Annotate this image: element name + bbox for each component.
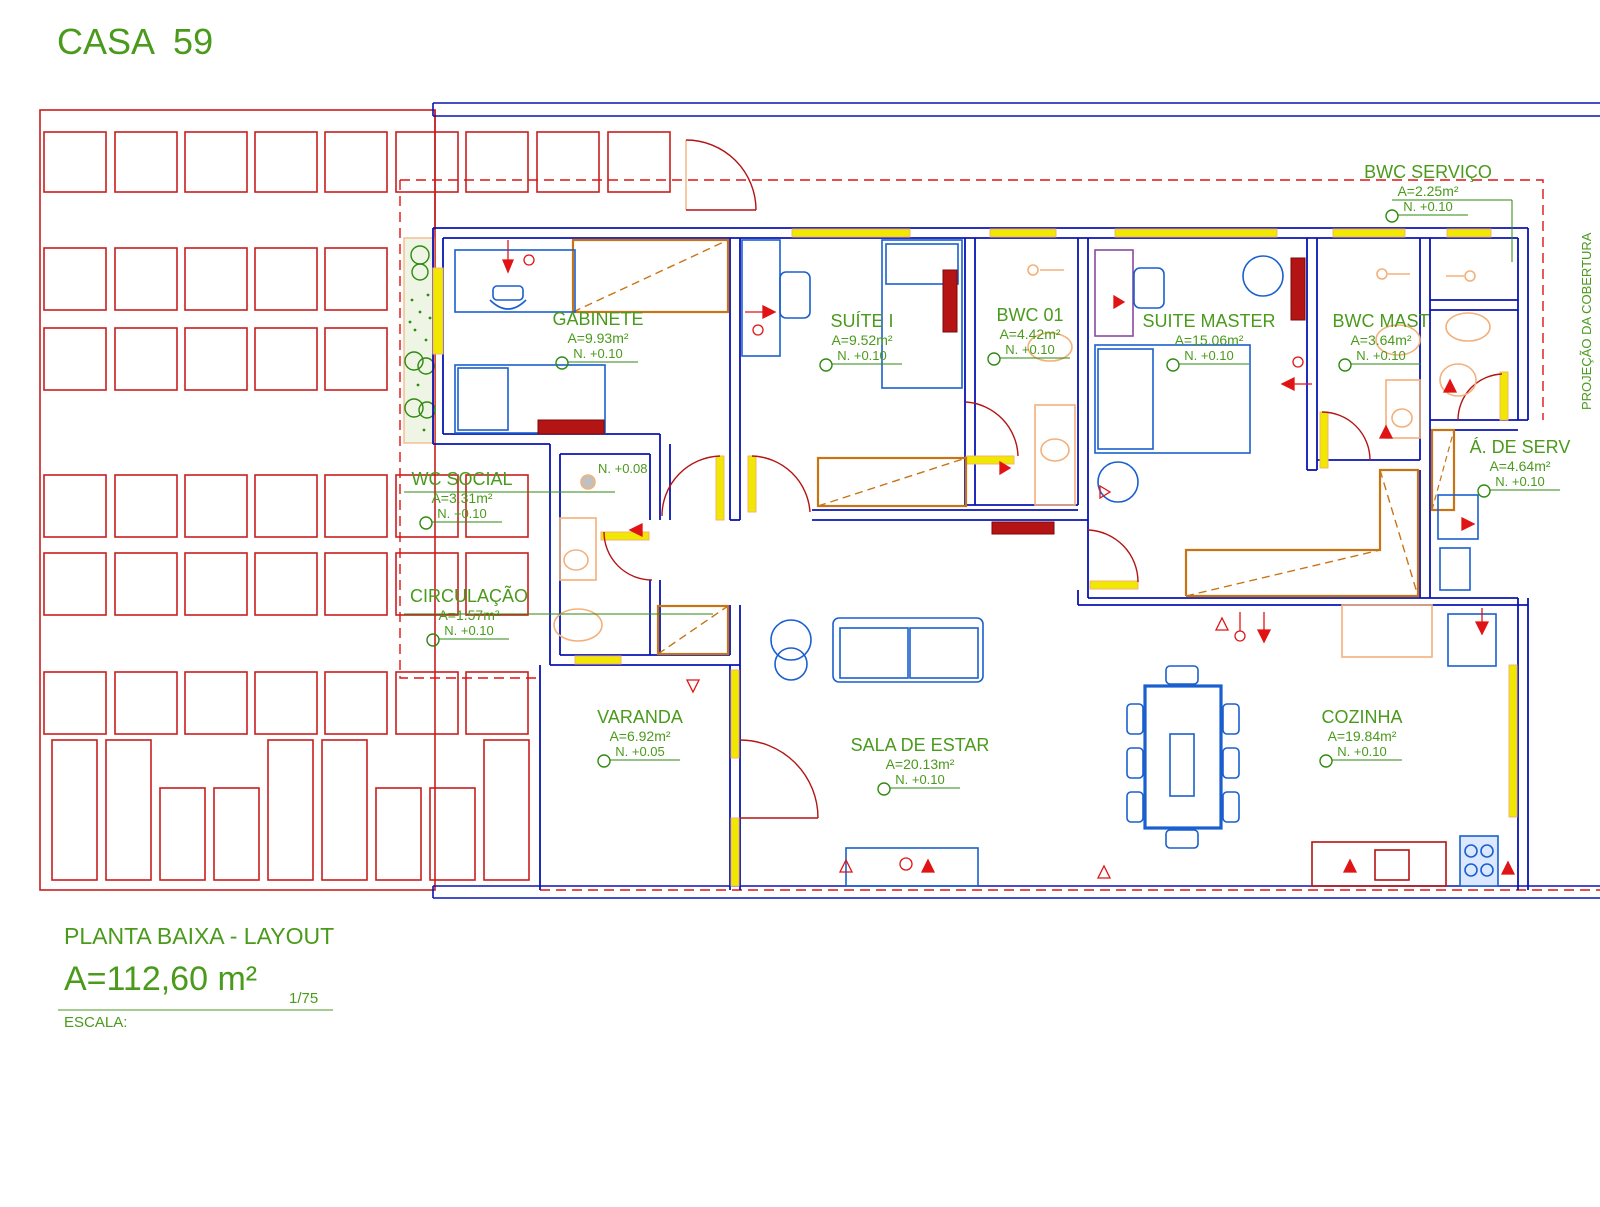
room-a-de-serv-level: N. +0.10 [1495,474,1545,489]
room-suite-i-name: SUÍTE I [830,311,893,331]
room-sala-de-estar-level: N. +0.10 [895,772,945,787]
parking-outline [39,109,436,891]
level-marker-icon [419,516,433,530]
property-walls [432,102,1600,899]
room-wc-social-area: A=3.31m² [431,490,492,506]
scale-value: 1/75 [289,990,318,1007]
room-bwc-mast-name: BWC MAST [1333,311,1430,331]
windows [432,228,1518,887]
air-conditioners [537,257,1306,535]
level-marker-icon [1166,358,1180,372]
roof-projection [399,179,1600,891]
room-sala-de-estar-name: SALA DE ESTAR [851,735,990,755]
room-gabinete-level: N. +0.10 [573,346,623,361]
room-suite-i-area: A=9.52m² [831,332,892,348]
level-marker-icon [1338,358,1352,372]
room-circulacao-area: A=1.57m² [438,607,499,623]
level-marker-icon [555,356,569,370]
plan-title: PLANTA BAIXA - LAYOUT [64,923,334,949]
room-suite-master-area: A=15.06m² [1175,332,1244,348]
garden-planter [403,237,436,444]
room-bwc-mast-level: N. +0.10 [1356,348,1406,363]
room-gabinete-name: GABINETE [552,309,643,329]
room-wc-social-level: N. +0.10 [437,506,487,521]
room-suite-master-level: N. +0.10 [1184,348,1234,363]
room-varanda-name: VARANDA [597,707,683,727]
room-varanda-area: A=6.92m² [609,728,670,744]
electrical-symbols [502,240,1516,879]
total-area: A=112,60 m² [64,960,257,998]
room-bwc-servico-level: N. +0.10 [1403,199,1453,214]
sanitary-fixtures [553,264,1491,887]
extra-level-label: N. +0.08 [598,461,648,476]
room-a-de-serv-area: A=4.64m² [1489,458,1550,474]
level-marker-icon [1319,754,1333,768]
room-cozinha-name: COZINHA [1322,707,1403,727]
room-sala-de-estar-area: A=20.13m² [886,756,955,772]
furniture [454,239,1499,887]
room-suite-master-name: SUITE MASTER [1142,311,1275,331]
room-cozinha-level: N. +0.10 [1337,744,1387,759]
parking-pavers [39,109,671,891]
level-marker-icon [597,754,611,768]
level-marker-icon [1385,209,1399,223]
page-title: CASA 59 [57,21,213,62]
level-marker-icon [987,352,1001,366]
level-marker-icon [877,782,891,796]
room-bwc-servico-area: A=2.25m² [1397,183,1458,199]
room-gabinete-area: A=9.93m² [567,330,628,346]
room-suite-i-level: N. +0.10 [837,348,887,363]
room-cozinha-area: A=19.84m² [1328,728,1397,744]
label-leaders [404,199,1513,615]
room-bwc-servico-name: BWC SERVIÇO [1364,162,1492,182]
scale-label: ESCALA: [64,1014,127,1031]
room-bwc-01-name: BWC 01 [996,305,1063,325]
room-wc-social-name: WC SOCIAL [411,469,512,489]
room-bwc-mast-area: A=3.64m² [1350,332,1411,348]
door-swings [603,139,1503,819]
level-marker-icon [819,358,833,372]
level-marker-icon [1477,484,1491,498]
room-varanda-level: N. +0.05 [615,744,665,759]
room-circulacao-level: N. +0.10 [444,623,494,638]
room-a-de-serv-name: Á. DE SERV [1470,437,1571,457]
room-bwc-01-area: A=4.42m² [999,326,1060,342]
level-marker-icon [426,633,440,647]
room-bwc-01-level: N. +0.10 [1005,342,1055,357]
wardrobes [571,238,1456,656]
side-note: PROJEÇÃO DA COBERTURA [1579,232,1594,410]
room-circulacao-name: CIRCULAÇÃO [410,585,528,606]
